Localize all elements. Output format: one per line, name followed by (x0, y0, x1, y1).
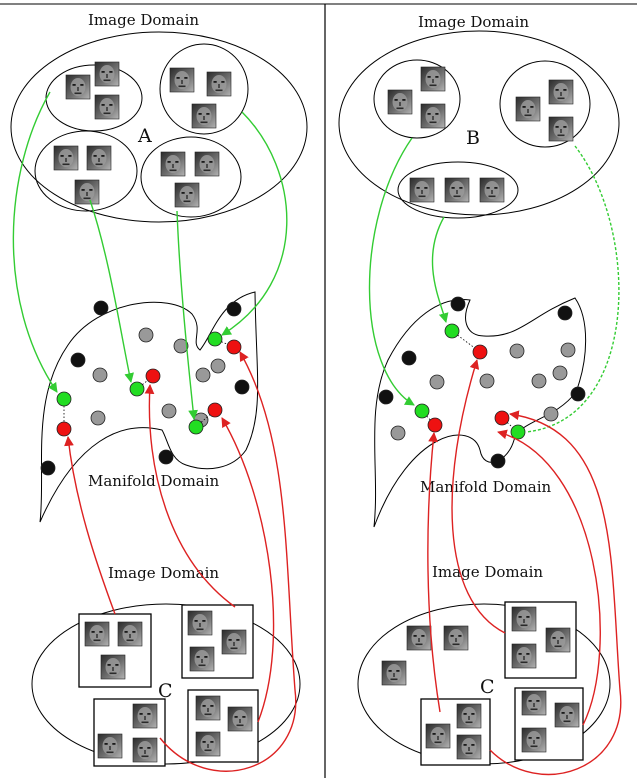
left-green-arrows (12, 91, 288, 420)
right-bottom-cluster-letter: C (480, 676, 495, 698)
left-top-domain-label: Image Domain (88, 11, 199, 29)
right-manifold-points (378, 296, 586, 469)
left-panel: Image Domain A Manifold Domain (10, 11, 308, 772)
left-top-domain-ellipse (10, 31, 308, 223)
left-bottom-domain-ellipse (31, 603, 301, 765)
right-cluster-3-ellipse (397, 161, 519, 219)
right-cluster-1-ellipse (373, 59, 461, 139)
right-green-arrows (368, 137, 620, 433)
face-thumbnail-icon (387, 66, 574, 203)
left-red-arrows (64, 351, 297, 772)
right-paired-points (414, 323, 526, 440)
left-cluster-1-ellipse (45, 64, 143, 132)
right-top-domain-label: Image Domain (418, 13, 529, 31)
left-cluster-2-ellipse (159, 43, 249, 135)
left-manifold-shape (39, 291, 259, 523)
left-paired-points (56, 331, 242, 437)
left-manifold-points (40, 300, 250, 476)
right-cluster-letter: B (466, 127, 480, 149)
right-panel: Image Domain B Manifold Domain (338, 13, 622, 776)
left-manifold-label: Manifold Domain (88, 472, 220, 490)
left-cluster-4-ellipse (140, 136, 242, 218)
right-top-domain-ellipse (338, 30, 620, 216)
right-bottom-domain-label: Image Domain (432, 563, 543, 581)
left-cluster-letter: A (137, 125, 152, 147)
left-cluster-3-ellipse (34, 130, 138, 212)
left-bottom-cluster-letter: C (158, 680, 173, 702)
right-manifold-label: Manifold Domain (420, 478, 552, 496)
left-bottom-domain-label: Image Domain (108, 564, 219, 582)
right-cluster-2-ellipse (499, 60, 591, 148)
right-manifold-shape (373, 297, 587, 528)
right-red-arrows (427, 359, 622, 776)
